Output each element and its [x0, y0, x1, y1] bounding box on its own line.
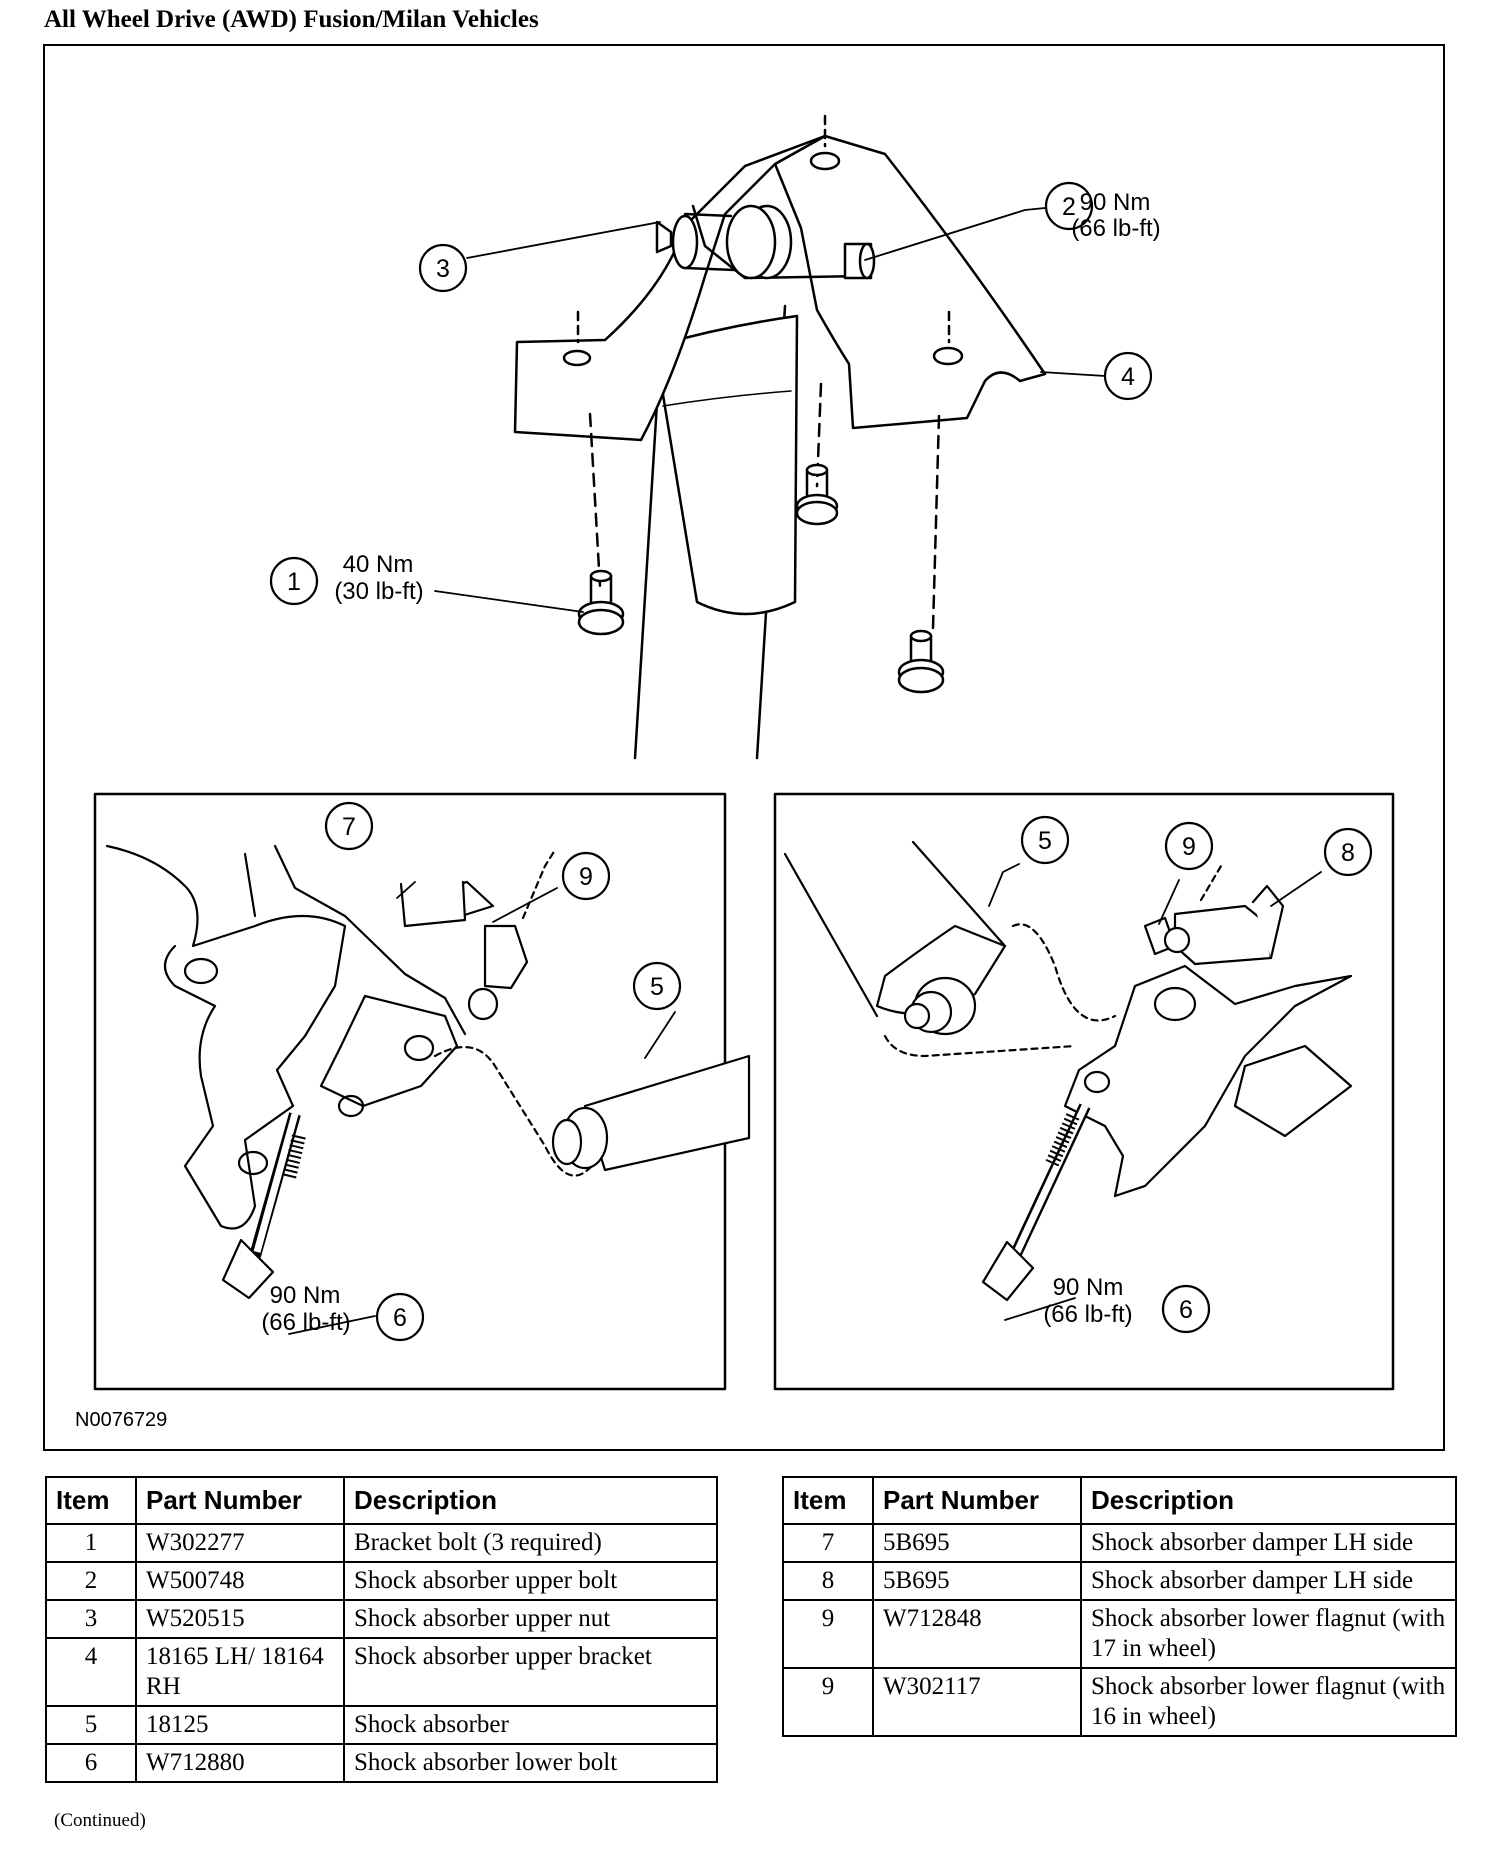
- lower-right-drawing: [783, 840, 1353, 1321]
- cell-item: 1: [45, 1523, 137, 1563]
- cell-item: 5: [45, 1705, 137, 1745]
- table-row: 1 W302277 Bracket bolt (3 required): [45, 1523, 718, 1563]
- continued-note: (Continued): [54, 1810, 146, 1831]
- callout-3: 3: [436, 255, 450, 283]
- callout-numbers: 3 2 4 1 7 9 5 6 5 9 8 6: [287, 193, 1355, 1332]
- torque-6-left-lbft: (66 lb-ft): [261, 1309, 350, 1336]
- table-row: 8 5B695 Shock absorber damper LH side: [782, 1561, 1457, 1601]
- callout-1: 1: [287, 568, 301, 596]
- callout-circles-top: [269, 181, 1153, 606]
- callout-8: 8: [1341, 839, 1355, 867]
- cell-item: 9: [782, 1667, 874, 1737]
- lower-right-inset-frame: [773, 792, 1395, 1391]
- table-row: 3 W520515 Shock absorber upper nut: [45, 1599, 718, 1639]
- torque-1-lbft: (30 lb-ft): [334, 578, 423, 605]
- cell-part-number: 18165 LH/ 18164 RH: [135, 1637, 345, 1707]
- cell-description: Shock absorber damper LH side: [1080, 1561, 1457, 1601]
- cell-item: 3: [45, 1599, 137, 1639]
- cell-item: 7: [782, 1523, 874, 1563]
- cell-item: 4: [45, 1637, 137, 1707]
- cell-part-number: 5B695: [872, 1561, 1082, 1601]
- upper-assembly-drawing: [434, 114, 1106, 760]
- cell-description: Shock absorber upper bolt: [343, 1561, 718, 1601]
- table-row: 5 18125 Shock absorber: [45, 1705, 718, 1745]
- callout-circles-left-inset: [324, 801, 682, 1342]
- callout-9-right: 9: [1182, 833, 1196, 861]
- figure-id: N0076729: [75, 1409, 167, 1431]
- table-header-row: Item Part Number Description: [782, 1476, 1457, 1525]
- parts-table-left: Item Part Number Description 1 W302277 B…: [45, 1476, 718, 1783]
- page-title: All Wheel Drive (AWD) Fusion/Milan Vehic…: [44, 6, 539, 33]
- exploded-view-figure: 3 2 4 1 7 9 5 6 5 9 8 6 90 Nm (66 lb-ft)…: [43, 44, 1445, 1451]
- cell-part-number: W712880: [135, 1743, 345, 1783]
- callout-circles-right-inset: [1020, 815, 1373, 1334]
- torque-6-right-nm: 90 Nm: [1053, 1274, 1124, 1301]
- parts-table-right: Item Part Number Description 7 5B695 Sho…: [782, 1476, 1457, 1737]
- torque-6-right-lbft: (66 lb-ft): [1043, 1301, 1132, 1328]
- table-row: 4 18165 LH/ 18164 RH Shock absorber uppe…: [45, 1637, 718, 1707]
- cell-description: Bracket bolt (3 required): [343, 1523, 718, 1563]
- torque-specs: 90 Nm (66 lb-ft) 40 Nm (30 lb-ft) 90 Nm …: [261, 189, 1160, 1336]
- cell-description: Shock absorber upper bracket: [343, 1637, 718, 1707]
- cell-part-number: 5B695: [872, 1523, 1082, 1563]
- cell-part-number: W302117: [872, 1667, 1082, 1737]
- table-row: 9 W712848 Shock absorber lower flagnut (…: [782, 1599, 1457, 1669]
- cell-part-number: 18125: [135, 1705, 345, 1745]
- table-row: 2 W500748 Shock absorber upper bolt: [45, 1561, 718, 1601]
- cell-description: Shock absorber lower bolt: [343, 1743, 718, 1783]
- cell-description: Shock absorber lower flagnut (with 16 in…: [1080, 1667, 1457, 1737]
- callout-5-right: 5: [1038, 827, 1052, 855]
- callout-6-right: 6: [1179, 1296, 1193, 1324]
- callout-7: 7: [342, 813, 356, 841]
- table-row: 7 5B695 Shock absorber damper LH side: [782, 1523, 1457, 1563]
- cell-item: 8: [782, 1561, 874, 1601]
- table-row: 9 W302117 Shock absorber lower flagnut (…: [782, 1667, 1457, 1737]
- lower-left-drawing: [105, 844, 751, 1335]
- torque-2-lbft: (66 lb-ft): [1071, 215, 1160, 242]
- header-item: Item: [45, 1476, 137, 1525]
- callout-9-left: 9: [579, 863, 593, 891]
- table-row: 6 W712880 Shock absorber lower bolt: [45, 1743, 718, 1783]
- cell-description: Shock absorber lower flagnut (with 17 in…: [1080, 1599, 1457, 1669]
- table-header-row: Item Part Number Description: [45, 1476, 718, 1525]
- header-description: Description: [1080, 1476, 1457, 1525]
- callout-6-left: 6: [393, 1304, 407, 1332]
- header-part-number: Part Number: [135, 1476, 345, 1525]
- torque-6-left-nm: 90 Nm: [270, 1282, 341, 1309]
- cell-part-number: W712848: [872, 1599, 1082, 1669]
- cell-item: 6: [45, 1743, 137, 1783]
- header-item: Item: [782, 1476, 874, 1525]
- cell-description: Shock absorber damper LH side: [1080, 1523, 1457, 1563]
- cell-part-number: W302277: [135, 1523, 345, 1563]
- torque-1-nm: 40 Nm: [343, 551, 414, 578]
- cell-part-number: W500748: [135, 1561, 345, 1601]
- callout-4: 4: [1121, 363, 1135, 391]
- cell-item: 2: [45, 1561, 137, 1601]
- header-description: Description: [343, 1476, 718, 1525]
- exploded-view-drawing: 3 2 4 1 7 9 5 6 5 9 8 6 90 Nm (66 lb-ft)…: [75, 114, 1395, 1431]
- torque-2-nm: 90 Nm: [1080, 189, 1151, 216]
- callout-2: 2: [1062, 193, 1076, 221]
- callout-5-left: 5: [650, 973, 664, 1001]
- header-part-number: Part Number: [872, 1476, 1082, 1525]
- cell-part-number: W520515: [135, 1599, 345, 1639]
- cell-description: Shock absorber: [343, 1705, 718, 1745]
- cell-description: Shock absorber upper nut: [343, 1599, 718, 1639]
- cell-item: 9: [782, 1599, 874, 1669]
